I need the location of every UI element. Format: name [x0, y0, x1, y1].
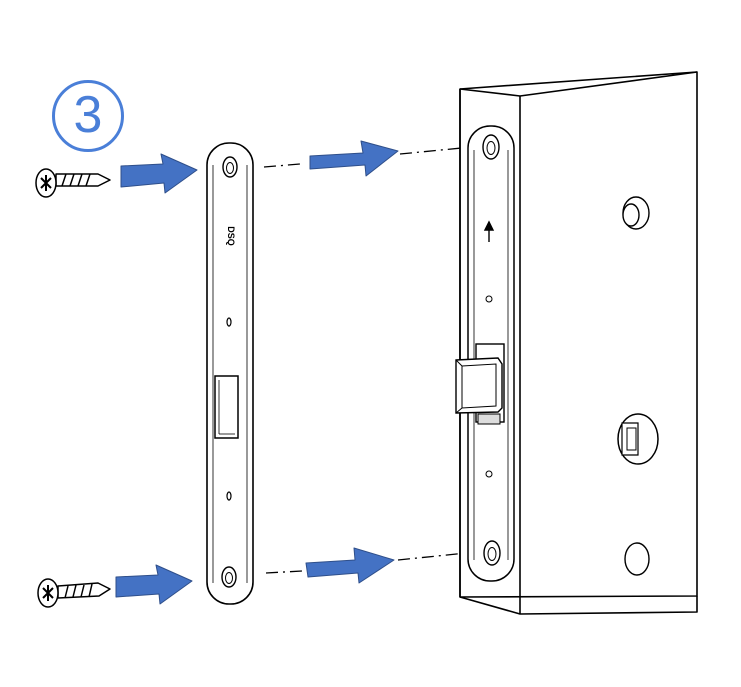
screw-icon-top [35, 168, 111, 198]
lock-faceplate [455, 125, 515, 582]
step-number-badge: 3 [52, 80, 124, 152]
plate-latch-opening [214, 375, 239, 439]
alignment-line-top-left [263, 163, 301, 168]
alignment-line-bottom-left [265, 570, 303, 574]
latch-bolt [455, 343, 505, 425]
cylinder-hole [617, 413, 659, 465]
arrow-right-icon-screw-top [120, 153, 198, 194]
arrow-right-icon-plate-bottom [305, 547, 395, 584]
arrow-right-icon-screw-bottom [115, 564, 193, 605]
up-arrow-icon [483, 220, 495, 242]
screw-icon-bottom [37, 578, 111, 608]
plate-stamp: DSQ [226, 226, 236, 246]
lower-hole [624, 542, 650, 576]
alignment-line-top-right [399, 145, 483, 155]
arrow-right-icon-plate-top [309, 140, 399, 177]
spindle-hole [622, 196, 650, 230]
strike-plate: DSQ [206, 142, 254, 605]
